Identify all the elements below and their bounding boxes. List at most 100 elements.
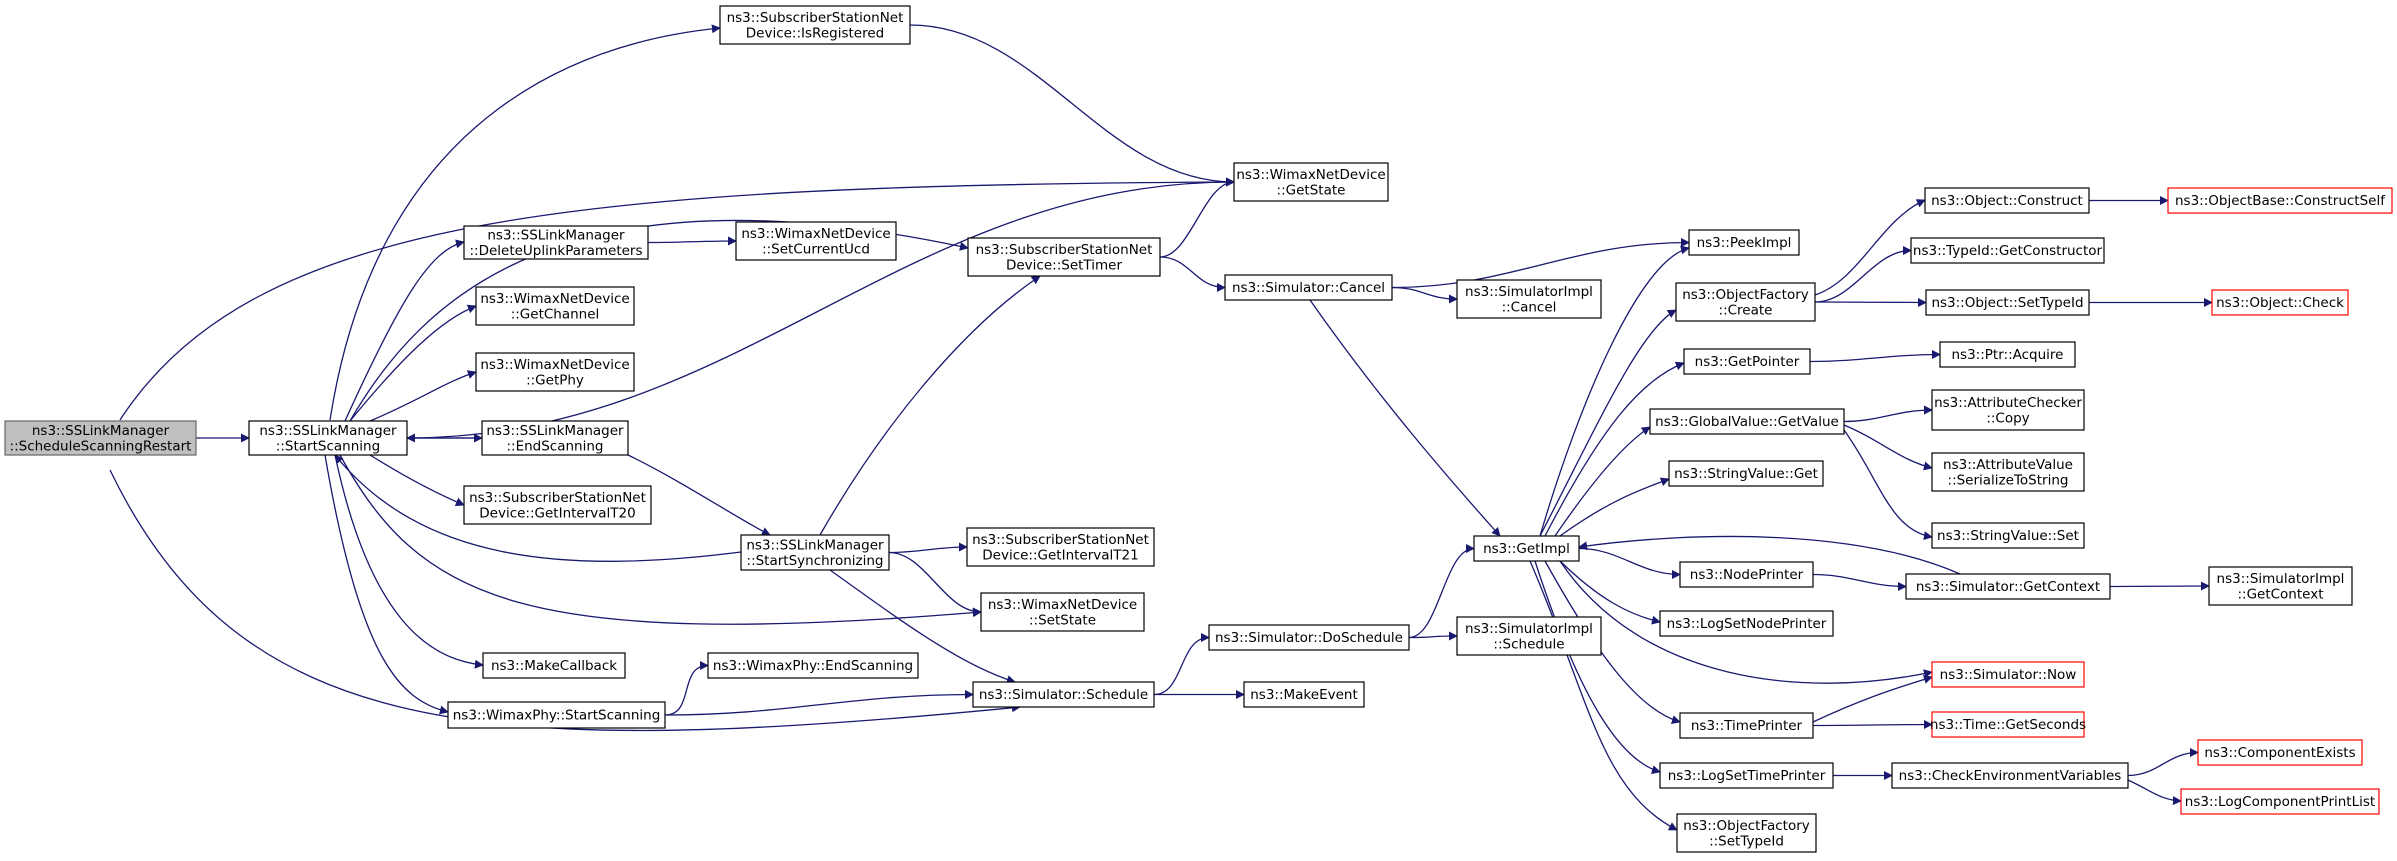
node-box bbox=[475, 352, 635, 392]
node-label-line: ns3::SSLinkManager bbox=[486, 423, 624, 439]
node-componentexists[interactable]: ns3::ComponentExists bbox=[2197, 739, 2363, 766]
edge-wimaxphy-startscanning-to-wimaxphy-endscanning bbox=[664, 661, 709, 716]
node-simulator-doschedule[interactable]: ns3::Simulator::DoSchedule bbox=[1208, 624, 1410, 651]
node-stringvalue-set[interactable]: ns3::StringValue::Set bbox=[1931, 522, 2085, 549]
node-label-line: ns3::MakeEvent bbox=[1250, 687, 1358, 703]
node-timeprinter[interactable]: ns3::TimePrinter bbox=[1679, 712, 1814, 739]
node-time-getseconds[interactable]: ns3::Time::GetSeconds bbox=[1930, 711, 2086, 738]
node-simulator-getcontext[interactable]: ns3::Simulator::GetContext bbox=[1905, 573, 2111, 600]
node-box bbox=[1891, 762, 2129, 789]
node-wimaxnetdevice-setstate[interactable]: ns3::WimaxNetDevice::SetState bbox=[980, 592, 1145, 632]
node-sslinkmanager-deleteuplinkparameters[interactable]: ns3::SSLinkManager::DeleteUplinkParamete… bbox=[463, 225, 649, 260]
node-box bbox=[980, 592, 1145, 632]
edge-subscriberstationnet-device-settimer-to-simulator-cancel bbox=[1159, 256, 1226, 292]
node-box bbox=[1910, 237, 2105, 264]
node-label-line: ns3::MakeCallback bbox=[491, 658, 617, 674]
node-wimaxnetdevice-setcurrentucd[interactable]: ns3::WimaxNetDevice::SetCurrentUcd bbox=[735, 221, 897, 261]
node-simulator-schedule[interactable]: ns3::Simulator::Schedule bbox=[972, 681, 1155, 708]
node-label-line: ns3::ObjectFactory bbox=[1682, 287, 1809, 303]
node-nodeprinter[interactable]: ns3::NodePrinter bbox=[1679, 561, 1814, 588]
node-label-line: ::DeleteUplinkParameters bbox=[469, 243, 642, 259]
node-label-line: ns3::TimePrinter bbox=[1691, 718, 1803, 734]
node-getimpl[interactable]: ns3::GetImpl bbox=[1473, 535, 1580, 562]
node-simulator-now[interactable]: ns3::Simulator::Now bbox=[1931, 661, 2085, 688]
node-simulatorimpl-cancel[interactable]: ns3::SimulatorImpl::Cancel bbox=[1456, 279, 1602, 319]
node-label-line: ns3::SubscriberStationNet bbox=[727, 10, 904, 26]
node-label-line: ns3::Simulator::Schedule bbox=[979, 687, 1148, 703]
node-getpointer[interactable]: ns3::GetPointer bbox=[1683, 348, 1811, 375]
node-box bbox=[1208, 624, 1410, 651]
node-attributevalue-serializetostring[interactable]: ns3::AttributeValue::SerializeToString bbox=[1931, 452, 2085, 492]
node-object-check[interactable]: ns3::Object::Check bbox=[2211, 289, 2349, 316]
node-makeevent[interactable]: ns3::MakeEvent bbox=[1243, 681, 1365, 708]
node-box bbox=[463, 485, 652, 525]
node-objectfactory-create[interactable]: ns3::ObjectFactory::Create bbox=[1675, 282, 1816, 322]
edge-wimaxphy-startscanning-to-simulator-schedule bbox=[664, 690, 974, 716]
node-label-line: ns3::WimaxPhy::EndScanning bbox=[713, 658, 913, 674]
node-box bbox=[1905, 573, 2111, 600]
node-wimaxphy-endscanning[interactable]: ns3::WimaxPhy::EndScanning bbox=[707, 652, 919, 679]
edge-getimpl-to-logsettimeprinter bbox=[1534, 560, 1661, 774]
edge-sslinkmanager-startsynchronizing-to-wimaxnetdevice-setstate bbox=[888, 551, 982, 617]
node-label-line: ::Create bbox=[1719, 302, 1773, 318]
node-simulatorimpl-getcontext[interactable]: ns3::SimulatorImpl::GetContext bbox=[2208, 566, 2353, 606]
node-simulator-cancel[interactable]: ns3::Simulator::Cancel bbox=[1224, 274, 1393, 301]
node-attributechecker-copy[interactable]: ns3::AttributeChecker::Copy bbox=[1931, 389, 2085, 431]
edge-getimpl-to-timeprinter bbox=[1544, 560, 1681, 724]
node-label-line: ns3::NodePrinter bbox=[1690, 567, 1804, 583]
node-makecallback[interactable]: ns3::MakeCallback bbox=[482, 652, 626, 679]
node-wimaxnetdevice-getphy[interactable]: ns3::WimaxNetDevice::GetPhy bbox=[475, 352, 635, 392]
node-checkenvironmentvariables[interactable]: ns3::CheckEnvironmentVariables bbox=[1891, 762, 2129, 789]
node-box bbox=[2211, 289, 2349, 316]
node-sslinkmanager-schedulescanningrestart[interactable]: ns3::SSLinkManager::ScheduleScanningRest… bbox=[4, 420, 197, 456]
node-ptr-acquire[interactable]: ns3::Ptr::Acquire bbox=[1939, 341, 2076, 368]
node-object-settypeid[interactable]: ns3::Object::SetTypeId bbox=[1925, 289, 2090, 316]
node-label-line: ns3::Object::SetTypeId bbox=[1931, 295, 2083, 311]
node-label-line: ::GetContext bbox=[2237, 586, 2323, 602]
node-wimaxphy-startscanning[interactable]: ns3::WimaxPhy::StartScanning bbox=[447, 701, 666, 729]
node-sslinkmanager-endscanning[interactable]: ns3::SSLinkManager::EndScanning bbox=[481, 420, 629, 456]
node-sslinkmanager-startsynchronizing[interactable]: ns3::SSLinkManager::StartSynchronizing bbox=[740, 534, 890, 571]
node-subscriberstationnet-device-getintervalt20[interactable]: ns3::SubscriberStationNetDevice::GetInte… bbox=[463, 485, 652, 525]
edge-subscriberstationnet-device-isregistered-to-wimaxnetdevice-getstate bbox=[909, 24, 1235, 187]
edge-objectfactory-create-to-typeid-getconstructor bbox=[1814, 246, 1912, 303]
node-label-line: ::StartSynchronizing bbox=[747, 553, 884, 569]
edge-getimpl-to-globalvalue-getvalue bbox=[1554, 426, 1651, 537]
node-wimaxnetdevice-getstate[interactable]: ns3::WimaxNetDevice::GetState bbox=[1233, 162, 1389, 202]
node-objectfactory-settypeid[interactable]: ns3::ObjectFactory::SetTypeId bbox=[1676, 813, 1817, 853]
node-label-line: ns3::GetImpl bbox=[1483, 541, 1570, 557]
edge-sslinkmanager-startsynchronizing-to-sslinkmanager-startscanning bbox=[334, 454, 742, 562]
node-logsetnodeprinter[interactable]: ns3::LogSetNodePrinter bbox=[1659, 610, 1834, 637]
edge-sslinkmanager-startsynchronizing-to-subscriberstationnet-device-getintervalt21 bbox=[888, 542, 968, 554]
node-simulatorimpl-schedule[interactable]: ns3::SimulatorImpl::Schedule bbox=[1456, 616, 1602, 656]
node-typeid-getconstructor[interactable]: ns3::TypeId::GetConstructor bbox=[1910, 237, 2105, 264]
edge-sslinkmanager-startscanning-to-makecallback bbox=[334, 454, 484, 669]
node-subscriberstationnet-device-isregistered[interactable]: ns3::SubscriberStationNetDevice::IsRegis… bbox=[719, 5, 911, 45]
edge-globalvalue-getvalue-to-attributechecker-copy bbox=[1843, 405, 1933, 423]
node-label-line: ns3::Simulator::Cancel bbox=[1232, 280, 1385, 296]
node-label-line: ns3::SubscriberStationNet bbox=[976, 242, 1153, 258]
node-objectbase-constructself[interactable]: ns3::ObjectBase::ConstructSelf bbox=[2167, 187, 2393, 214]
node-wimaxnetdevice-getchannel[interactable]: ns3::WimaxNetDevice::GetChannel bbox=[475, 286, 635, 326]
node-stringvalue-get[interactable]: ns3::StringValue::Get bbox=[1668, 460, 1824, 487]
node-label-line: ns3::ComponentExists bbox=[2204, 745, 2355, 761]
node-label-line: ns3::AttributeChecker bbox=[1934, 395, 2082, 411]
node-box bbox=[1931, 522, 2085, 549]
node-box bbox=[967, 237, 1161, 277]
node-logsettimeprinter[interactable]: ns3::LogSetTimePrinter bbox=[1659, 762, 1834, 789]
node-logcomponentprintlist[interactable]: ns3::LogComponentPrintList bbox=[2180, 788, 2380, 815]
node-subscriberstationnet-device-getintervalt21[interactable]: ns3::SubscriberStationNetDevice::GetInte… bbox=[966, 527, 1155, 567]
edge-getimpl-to-objectfactory-settypeid bbox=[1529, 560, 1678, 831]
node-object-construct[interactable]: ns3::Object::Construct bbox=[1924, 187, 2090, 214]
node-label-line: ns3::LogComponentPrintList bbox=[2185, 794, 2375, 810]
node-peekimpl[interactable]: ns3::PeekImpl bbox=[1688, 229, 1800, 256]
node-subscriberstationnet-device-settimer[interactable]: ns3::SubscriberStationNetDevice::SetTime… bbox=[967, 237, 1161, 277]
node-layer: ns3::SSLinkManager::ScheduleScanningRest… bbox=[4, 5, 2393, 853]
edge-sslinkmanager-startscanning-to-wimaxnetdevice-getchannel bbox=[349, 304, 477, 422]
node-box bbox=[1925, 289, 2090, 316]
node-label-line: ns3::LogSetTimePrinter bbox=[1668, 768, 1826, 784]
node-globalvalue-getvalue[interactable]: ns3::GlobalValue::GetValue bbox=[1649, 408, 1845, 435]
node-sslinkmanager-startscanning[interactable]: ns3::SSLinkManager::StartScanning bbox=[248, 420, 408, 456]
node-box bbox=[2208, 566, 2353, 606]
node-label-line: ns3::PeekImpl bbox=[1697, 235, 1792, 251]
